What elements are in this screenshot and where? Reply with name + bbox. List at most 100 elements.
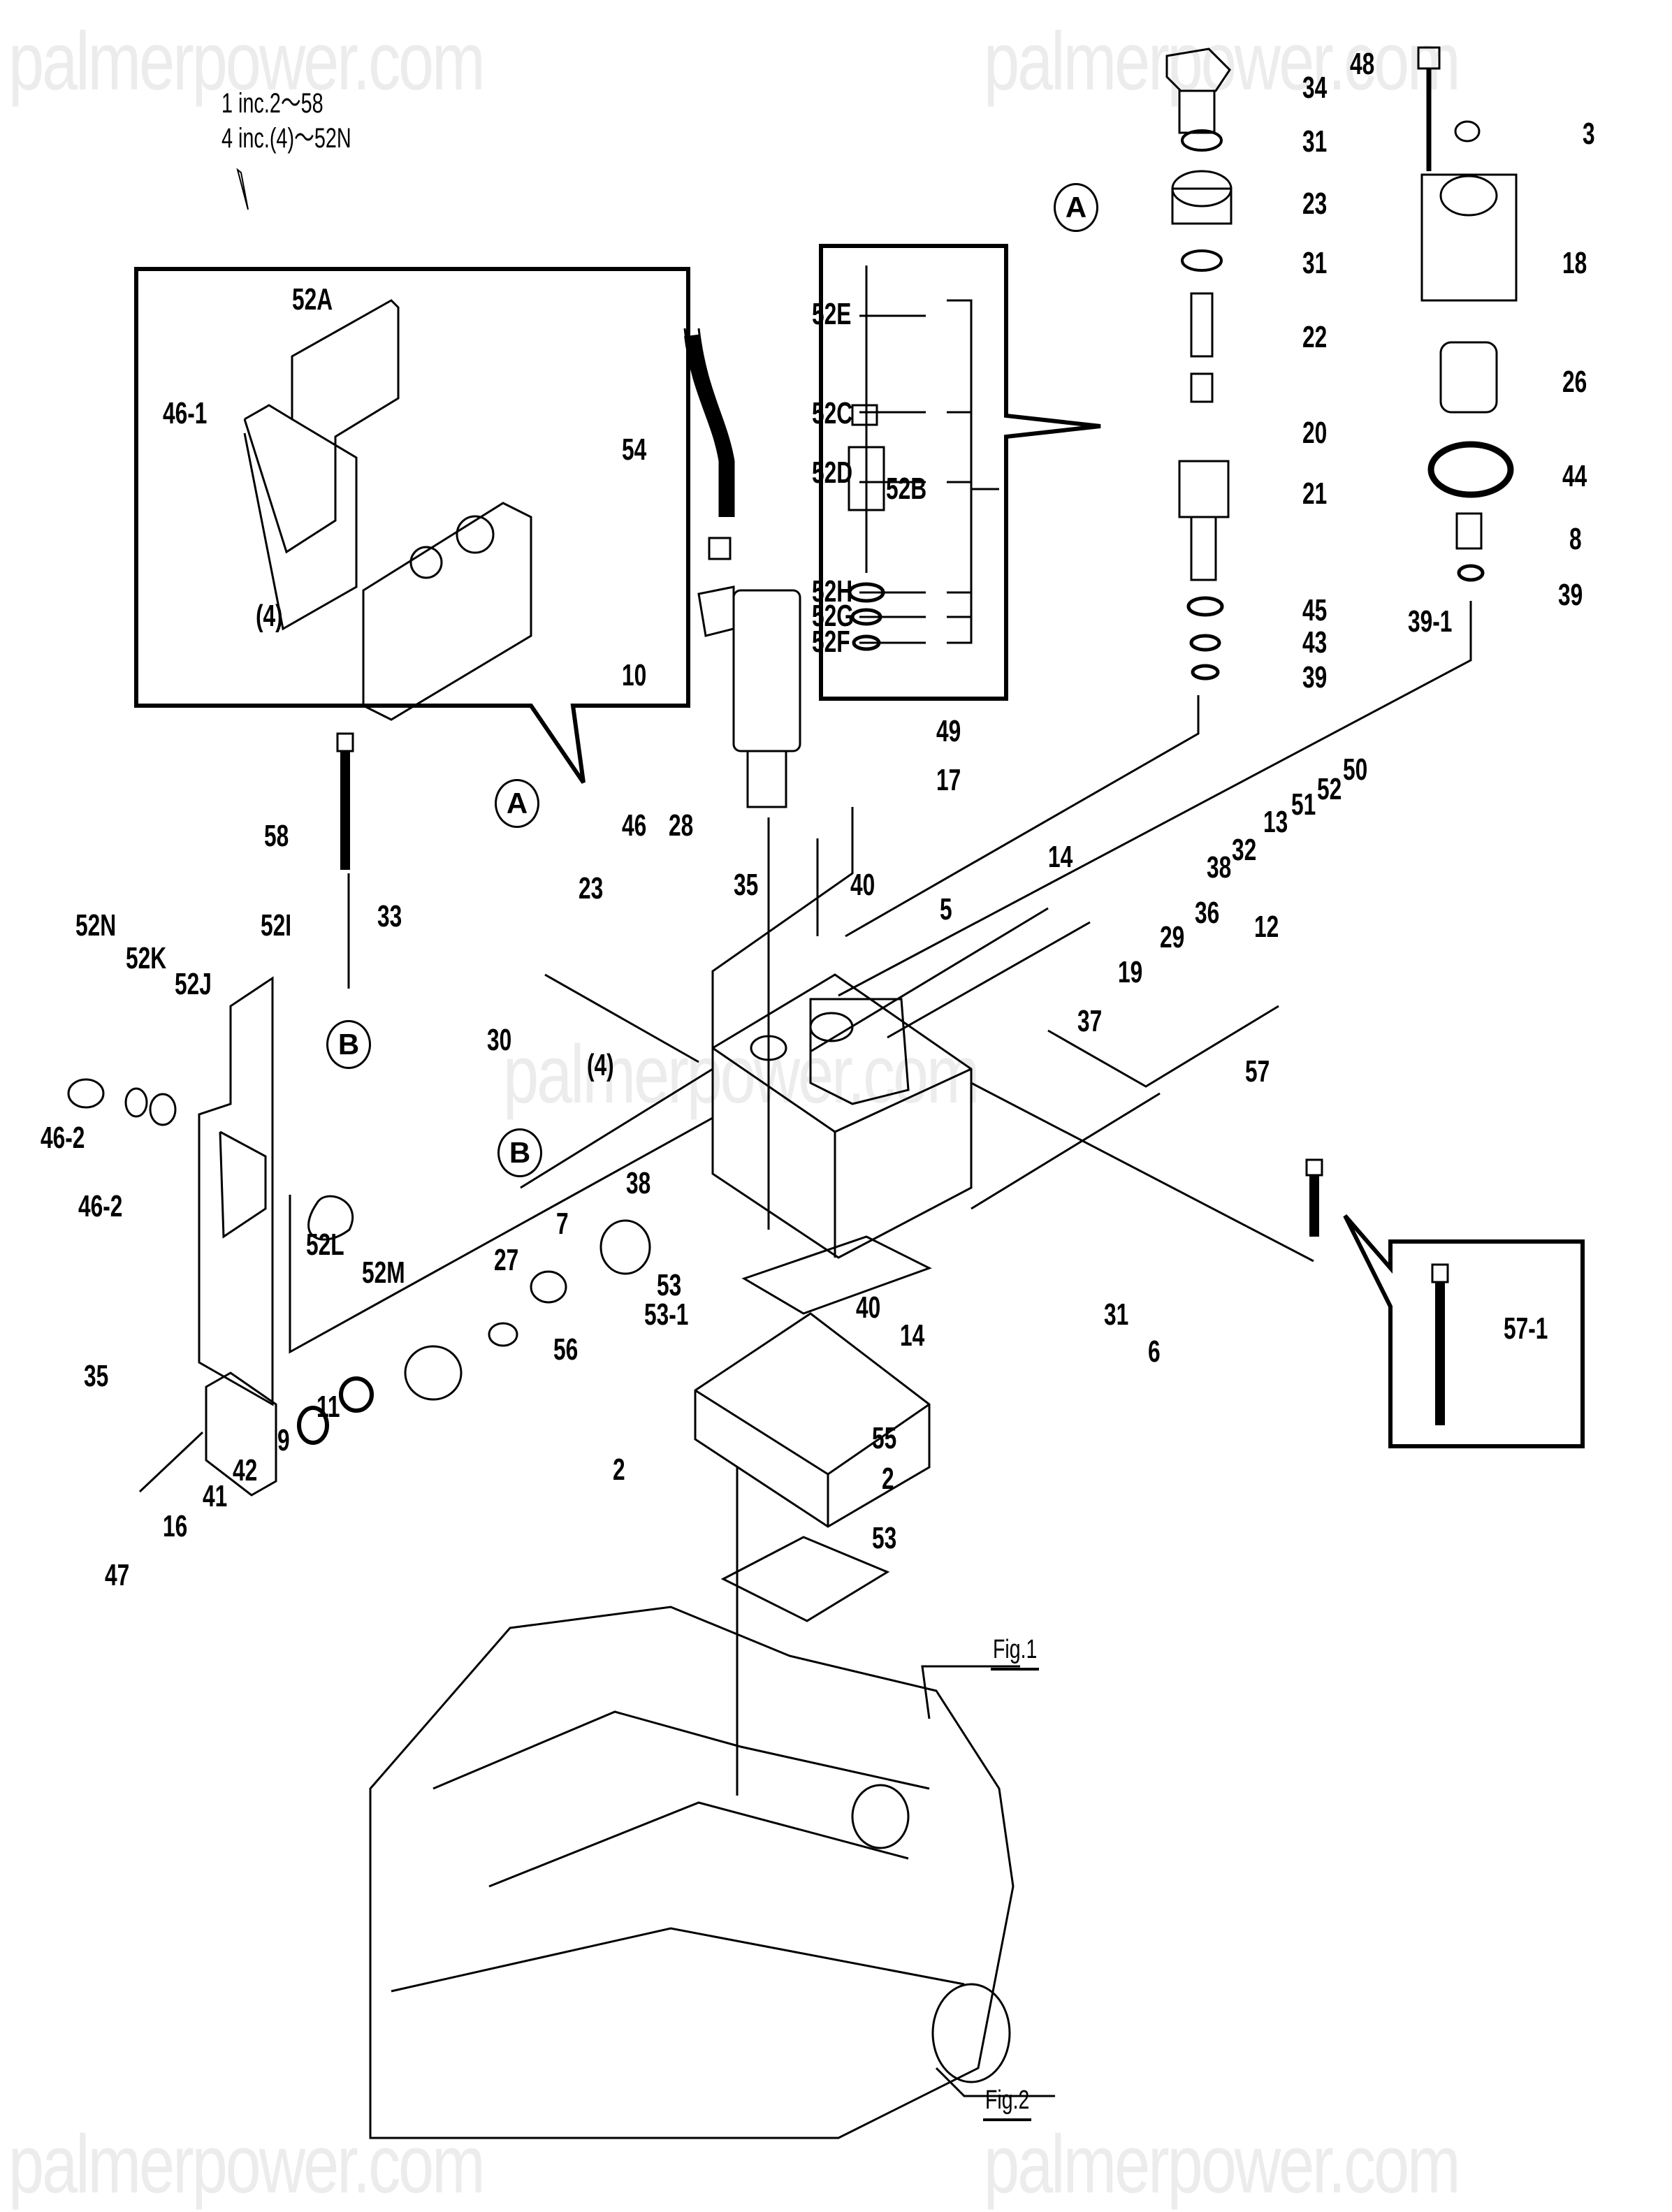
- callout-39: 39: [1302, 660, 1328, 694]
- callout-13: 13: [1263, 805, 1288, 839]
- kit-frame-52B: [819, 244, 1101, 701]
- callout-37: 37: [1077, 1004, 1103, 1038]
- assembly-note-1: 1 inc.2～58: [221, 88, 324, 119]
- callout-33: 33: [377, 899, 402, 933]
- callout-55: 55: [872, 1421, 897, 1455]
- callout-43: 43: [1302, 625, 1328, 660]
- callout-5: 5: [940, 892, 952, 926]
- callout-52C: 52C: [812, 396, 853, 430]
- part-53-upper: [741, 1235, 932, 1315]
- callout-45: 45: [1302, 593, 1328, 627]
- callout-7: 7: [556, 1207, 569, 1241]
- part-52A: [243, 299, 400, 554]
- inset-frame-52A: [134, 267, 690, 784]
- callout-10: 10: [622, 658, 647, 692]
- callout-34: 34: [1302, 71, 1328, 105]
- callout-52N: 52N: [75, 908, 117, 943]
- callout-46-1: 46-1: [163, 396, 208, 430]
- callout-50: 50: [1343, 752, 1368, 787]
- reference-marker-a: A: [1054, 183, 1098, 232]
- callout-52J: 52J: [175, 967, 212, 1001]
- reference-marker-a: A: [495, 779, 539, 828]
- callout-29: 29: [1160, 920, 1185, 954]
- callout-44: 44: [1562, 459, 1587, 493]
- callout-31: 31: [1302, 124, 1328, 159]
- figure-ref-1: Fig.1: [991, 1635, 1040, 1671]
- callout-35: 35: [84, 1359, 109, 1393]
- callout-40: 40: [856, 1290, 881, 1325]
- callout-39-1: 39-1: [1408, 604, 1453, 639]
- callout-52L: 52L: [306, 1228, 344, 1262]
- callout-52I: 52I: [261, 908, 292, 943]
- callout-52G: 52G: [812, 599, 854, 633]
- callout-18: 18: [1562, 246, 1587, 280]
- callout-31: 31: [1104, 1297, 1129, 1332]
- callout-57: 57: [1245, 1054, 1270, 1089]
- callout-9: 9: [277, 1423, 290, 1457]
- reference-marker-b: B: [497, 1128, 542, 1177]
- kit-group-52B: 52B: [886, 472, 927, 506]
- callout-51: 51: [1291, 787, 1316, 822]
- callout-20: 20: [1302, 416, 1328, 450]
- callout-32: 32: [1232, 833, 1257, 867]
- callout-52E: 52E: [812, 297, 852, 331]
- watermark: palmerpower.com: [8, 15, 486, 108]
- inset-frame-57: [1343, 1214, 1585, 1448]
- callout-21: 21: [1302, 476, 1328, 511]
- callout-19: 19: [1118, 955, 1143, 989]
- callout-56: 56: [553, 1332, 579, 1367]
- watermark: palmerpower.com: [8, 2118, 486, 2211]
- callout-2: 2: [882, 1462, 894, 1496]
- callout-38: 38: [1207, 850, 1232, 885]
- callout-30: 30: [487, 1023, 512, 1057]
- reference-marker-b: B: [326, 1020, 371, 1069]
- callout-40: 40: [850, 868, 875, 902]
- callout-28: 28: [669, 808, 694, 843]
- callout-41: 41: [203, 1479, 228, 1513]
- callout-52A: 52A: [292, 282, 333, 316]
- part-52I: [198, 976, 274, 1406]
- callout-26: 26: [1562, 365, 1587, 399]
- part-16: [205, 1371, 277, 1497]
- callout-52F: 52F: [812, 625, 850, 659]
- callout-23: 23: [1302, 187, 1328, 221]
- callout-49: 49: [936, 714, 961, 748]
- callout-22: 22: [1302, 320, 1328, 354]
- callout-4-inset: (4): [256, 599, 283, 633]
- callout-17: 17: [936, 763, 961, 797]
- callout-46-2: 46-2: [78, 1189, 123, 1223]
- callout-23: 23: [579, 871, 604, 905]
- callout-3: 3: [1583, 117, 1595, 151]
- callout-52M: 52M: [362, 1256, 405, 1290]
- callout-57-1: 57-1: [1504, 1311, 1548, 1346]
- callout-53-1: 53-1: [644, 1297, 689, 1332]
- part-18: [1420, 173, 1518, 302]
- callout-52: 52: [1317, 772, 1342, 806]
- callout-31: 31: [1302, 246, 1328, 280]
- callout-58: 58: [264, 819, 289, 853]
- callout-38: 38: [626, 1166, 651, 1200]
- callout-46-2: 46-2: [41, 1121, 85, 1155]
- callout-42: 42: [233, 1453, 258, 1487]
- callout-14: 14: [900, 1318, 925, 1353]
- part-53-lower: [720, 1536, 890, 1622]
- callout-48: 48: [1350, 47, 1375, 81]
- callout-53: 53: [657, 1268, 682, 1302]
- transmission-housing: [369, 1606, 1015, 2139]
- callout-8: 8: [1569, 522, 1582, 556]
- callout-4: (4): [587, 1048, 614, 1082]
- callout-53: 53: [872, 1521, 897, 1555]
- callout-14: 14: [1048, 840, 1073, 874]
- callout-46: 46: [622, 808, 647, 843]
- callout-16: 16: [163, 1509, 188, 1543]
- callout-36: 36: [1195, 896, 1220, 930]
- callout-35: 35: [734, 868, 759, 902]
- callout-52D: 52D: [812, 456, 853, 490]
- callout-2: 2: [613, 1453, 625, 1487]
- part-4-inset: [362, 502, 532, 721]
- watermark: palmerpower.com: [503, 1028, 980, 1121]
- callout-54: 54: [622, 432, 647, 467]
- callout-12: 12: [1254, 910, 1279, 944]
- callout-11: 11: [317, 1390, 340, 1424]
